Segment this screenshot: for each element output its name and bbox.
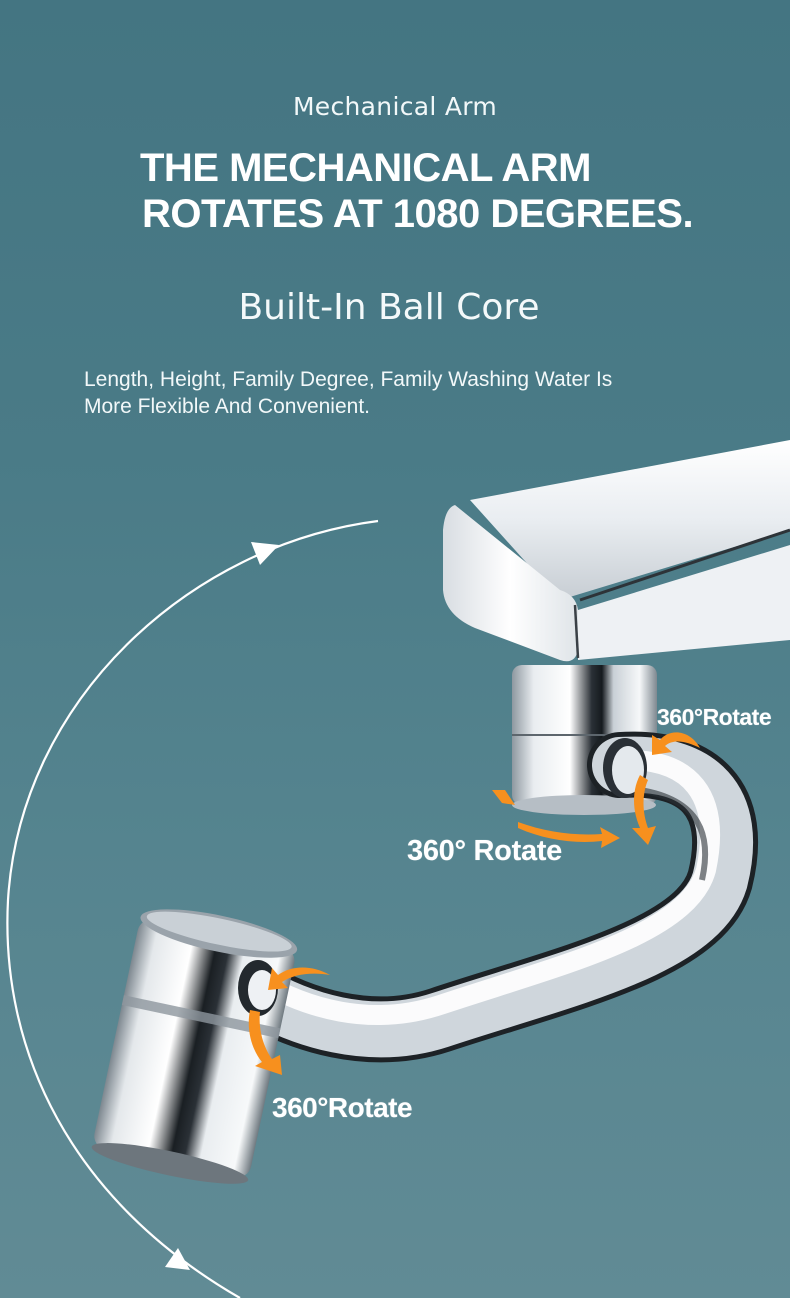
- rotate-arrow-icon: [248, 1010, 282, 1075]
- headline-line-1: THE MECHANICAL ARM: [140, 146, 591, 190]
- headline: THE MECHANICAL ARM ROTATES AT 1080 DEGRE…: [140, 145, 760, 237]
- faucet-body: [443, 440, 790, 815]
- feature-title: Built-In Ball Core: [238, 287, 540, 328]
- rotation-arc-icon: [6, 519, 379, 1298]
- callout-middle-joint: 360° Rotate: [407, 835, 562, 867]
- rotate-arrow-icon: [268, 967, 330, 990]
- section-subtitle: Mechanical Arm: [292, 92, 498, 121]
- feature-description-line-1: Length, Height, Family Degree, Family Wa…: [84, 368, 613, 391]
- faucet-aerator: [91, 909, 298, 1184]
- headline-line-2: ROTATES AT 1080 DEGREES.: [142, 192, 694, 236]
- rotate-arrow-icon: [652, 732, 700, 755]
- orange-rotate-arrows: [248, 732, 700, 1075]
- callout-aerator-joint: 360°Rotate: [272, 1092, 413, 1123]
- feature-description: Length, Height, Family Degree, Family Wa…: [84, 366, 724, 420]
- faucet-swivel-arm: [217, 731, 758, 1063]
- callout-top-joint: 360°Rotate: [657, 704, 772, 730]
- rotate-arrow-icon: [492, 790, 515, 805]
- feature-description-line-2: More Flexible And Convenient.: [84, 395, 370, 418]
- rotate-arrow-icon: [518, 822, 620, 848]
- arc-arrowhead-bottom-icon: [165, 1248, 190, 1270]
- arc-arrowhead-top-icon: [251, 542, 279, 565]
- rotate-arrow-icon: [632, 775, 656, 845]
